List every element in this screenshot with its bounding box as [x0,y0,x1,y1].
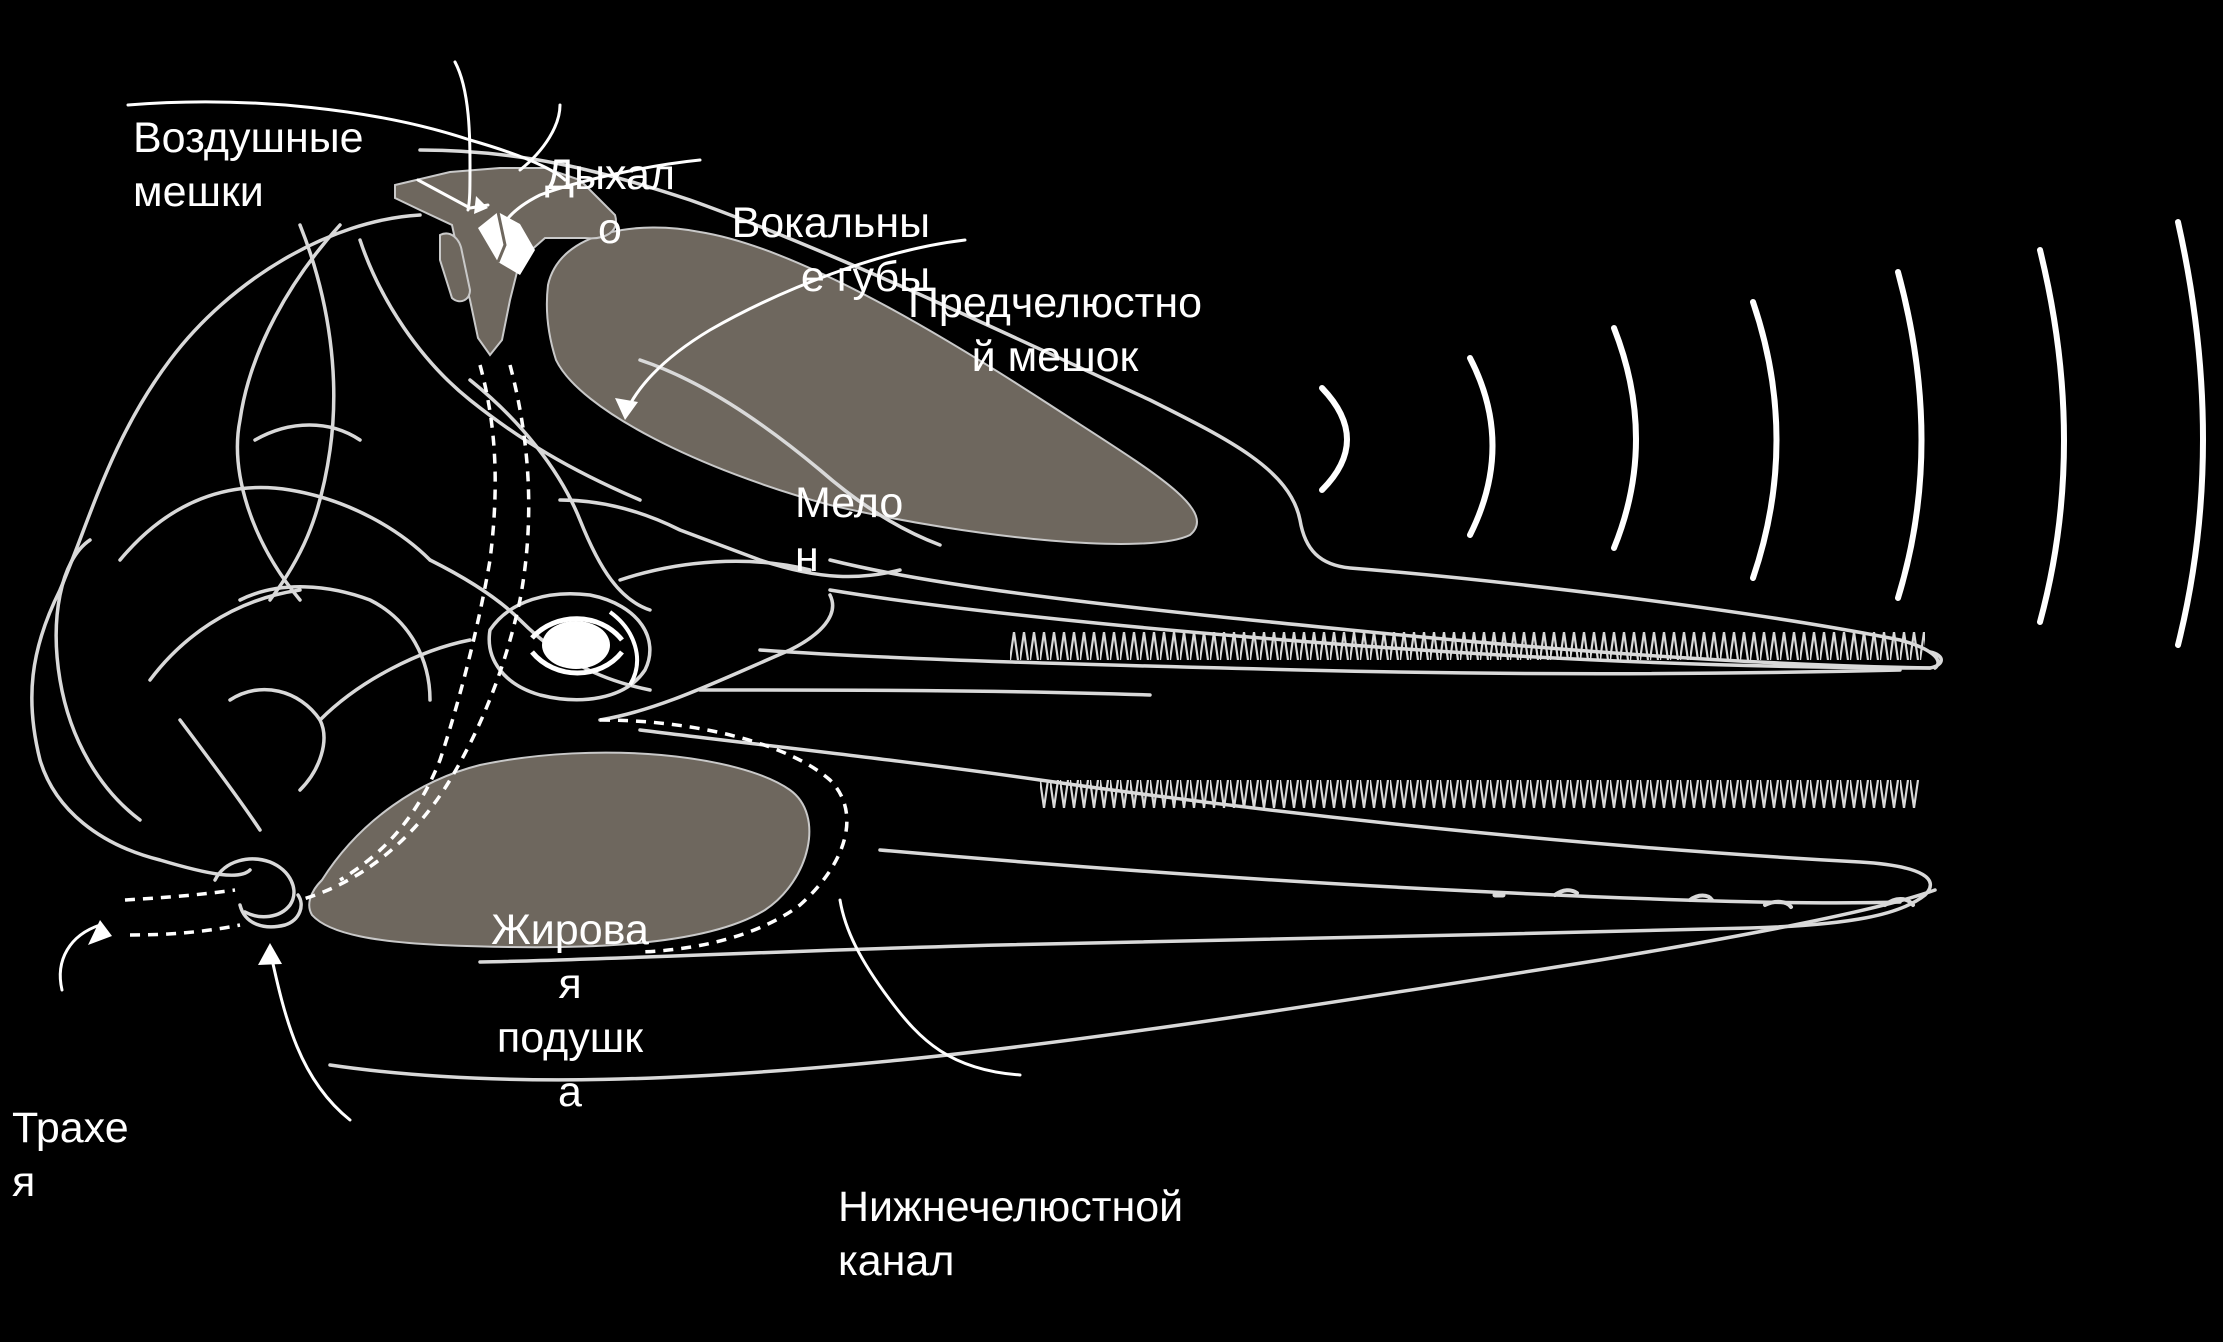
sound-wave-2 [1470,358,1493,535]
trachea-dashed [125,890,235,900]
sound-waves [1322,222,2203,645]
leader-fat-pad-bottom [270,950,350,1120]
eye [532,612,637,685]
sound-wave-6 [2040,250,2064,622]
sound-wave-5 [1898,272,1922,598]
upper-teeth [1010,632,1925,660]
sound-wave-4 [1753,302,1777,578]
sound-wave-3 [1614,328,1636,548]
sound-wave-1 [1322,388,1347,490]
lower-teeth [1040,780,1920,808]
sound-wave-7 [2178,222,2203,645]
cranium [32,215,420,875]
